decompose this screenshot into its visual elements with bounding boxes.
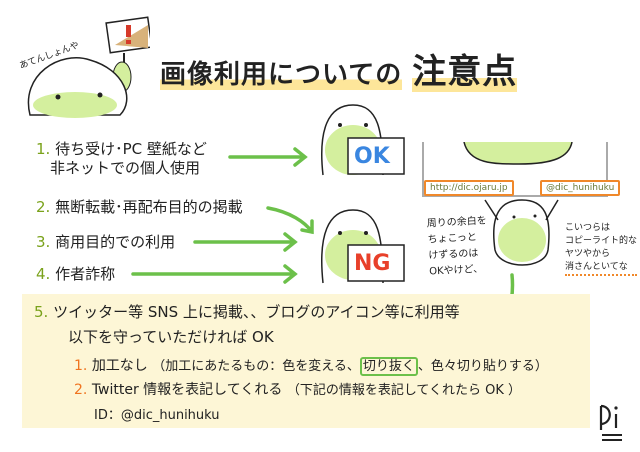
item-text: ツイッター等 SNS 上に掲載、、ブログのアイコン等に利用等 [53, 303, 460, 321]
arrow-icon [266, 206, 314, 235]
url-tag: http://dic.ojaru.jp [424, 180, 514, 196]
note-line: コピーライト的な [565, 236, 638, 246]
list-item-5: 5. ツイッター等 SNS 上に掲載、、ブログのアイコン等に利用等 [34, 303, 460, 322]
id-tag: @dic_hunihuku [540, 180, 621, 196]
ok-mascot: OK [318, 100, 408, 184]
mascot-partial-icon [463, 141, 573, 165]
right-note: こいつらはコピーライト的なヤツやから消さんといてな [565, 222, 638, 276]
ng-sign: NG [354, 251, 391, 276]
note-line: 消さんといてな [565, 261, 638, 276]
rule-note: （加工にあたるもの：色を変える、 [152, 359, 360, 374]
rule-label: 加工なし [91, 358, 148, 374]
page-title: 画像利用についての注意点 [160, 44, 518, 93]
item-number: 4. [36, 265, 51, 283]
list-item-1: 1. 待ち受け･PC 壁紙など 非ネットでの個人使用 [36, 140, 207, 178]
ok-sign: OK [354, 144, 390, 169]
rule-note: （下記の情報を表記してくれたら OK ） [286, 383, 522, 398]
list-item-3: 3. 商用目的での利用 [36, 233, 175, 252]
mascot-ng-icon [321, 209, 405, 284]
mascot-ok-icon [321, 104, 405, 176]
dic-logo-icon [599, 404, 622, 441]
arrow-icon [193, 232, 298, 252]
item-text: 商用目的での利用 [55, 233, 176, 251]
pointing-mascot-icon [484, 199, 559, 266]
item-text: 無断転載･再配布目的の掲載 [55, 198, 243, 216]
id-line: ID：@dic_hunihuku [94, 408, 220, 423]
item-number: 5. [34, 303, 49, 321]
condition-text: 以下を守っていただければ OK [68, 328, 274, 346]
title-main: 画像利用についての [160, 60, 403, 90]
sns-usage-section [22, 294, 590, 428]
list-item-4: 4. 作者詐称 [36, 265, 115, 284]
item-number: 3. [36, 233, 51, 251]
example-image-frame [422, 141, 608, 197]
ng-mascot: NG [318, 205, 408, 291]
mascot-header [20, 15, 153, 135]
rule-label: Twitter 情報を表記してくれる [91, 382, 283, 398]
rule-number: 1. [74, 358, 88, 374]
item-line2: 非ネットでの個人使用 [50, 159, 201, 177]
rule-note: 、色々切り貼りする） [417, 359, 548, 374]
note-line: こいつらは [565, 223, 611, 233]
list-item-2: 2. 無断転載･再配布目的の掲載 [36, 198, 243, 217]
rule-1: 1. 加工なし （加工にあたるもの：色を変える、切り抜く、色々切り貼りする） [74, 355, 548, 376]
note-line: ヤツやから [565, 249, 611, 259]
rule-number: 2. [74, 382, 88, 398]
note-line: OKやけど、 [428, 263, 484, 278]
item-number: 2. [36, 198, 51, 216]
rule-2: 2. Twitter 情報を表記してくれる （下記の情報を表記してくれたら OK… [74, 379, 521, 399]
logo [598, 402, 626, 446]
mascot-with-sign-icon [27, 16, 153, 118]
note-line: 周りの余白を [426, 215, 487, 230]
rule-note-highlight: 切り抜く [359, 357, 418, 376]
item-text: 作者詐称 [55, 265, 116, 283]
item-number: 1. [36, 140, 51, 158]
item-line1: 待ち受け･PC 壁紙など [55, 140, 207, 158]
title-emphasis: 注意点 [412, 52, 518, 92]
arrow-icon [228, 147, 308, 167]
arrow-icon [131, 264, 298, 284]
